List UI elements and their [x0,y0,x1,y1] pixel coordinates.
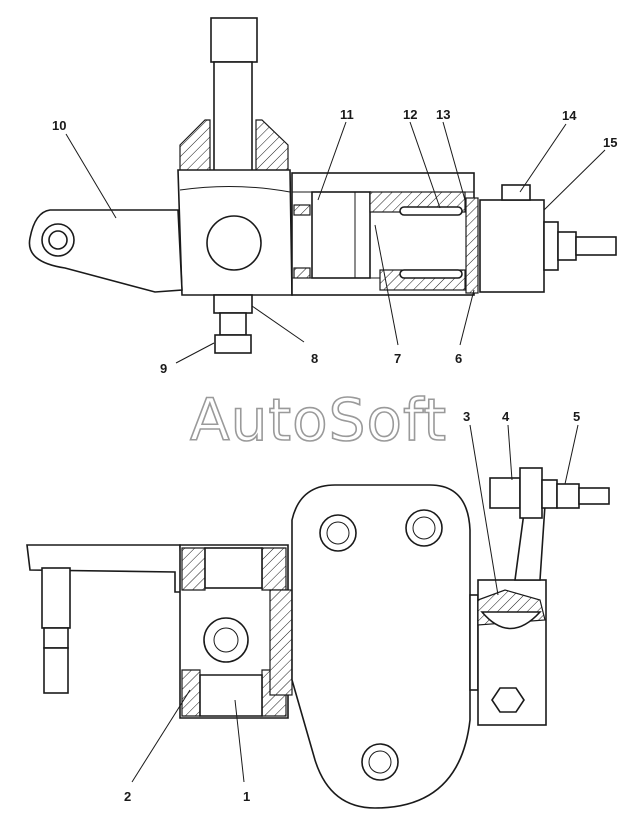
plate-hole-2 [405,509,443,547]
pivot-bore [206,215,262,271]
bottom-leaders [131,424,579,783]
callout-12: 12 [403,107,417,122]
top-assembly [28,17,617,354]
side-plate-section [269,589,293,696]
callout-4: 4 [502,409,510,424]
callout-2: 2 [124,789,131,804]
bottom-callout-labels: 3 4 5 2 1 [124,409,580,804]
top-callout-labels: 10 11 12 13 14 15 9 8 7 6 [52,107,617,376]
rod-housing [479,199,545,293]
hub-section-left [179,119,211,173]
callout-14: 14 [562,108,577,123]
end-seal [465,197,479,294]
plate-hole-1 [319,514,357,552]
adjust-screw [578,487,610,505]
callout-6: 6 [455,351,462,366]
callout-8: 8 [311,351,318,366]
shaft-cap [210,17,258,63]
callout-7: 7 [394,351,401,366]
housing-bore [203,617,249,663]
top-leaders [65,121,606,364]
callout-13: 13 [436,107,450,122]
hub-section-right [255,119,289,173]
mounting-plate [291,484,471,809]
watermark: AutoSoft [190,386,447,454]
callout-1: 1 [243,789,250,804]
callout-10: 10 [52,118,66,133]
bottom-assembly [26,467,610,809]
callout-11: 11 [340,107,354,122]
lock-nut [489,477,521,509]
bracket-pin [43,647,69,694]
bottom-bolt [214,334,252,354]
callout-3: 3 [463,409,470,424]
plate-hole-3 [361,743,399,781]
hex-nut [491,687,525,713]
rod-end [575,236,617,256]
callout-15: 15 [603,135,617,150]
vertical-shaft [213,61,253,173]
callout-5: 5 [573,409,580,424]
callout-9: 9 [160,361,167,376]
